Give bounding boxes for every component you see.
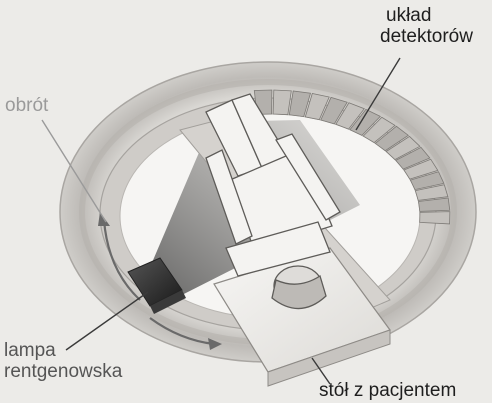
detector-array-label: układ detektorów: [380, 5, 473, 47]
detector-label-line2: detektorów: [380, 26, 473, 47]
lamp-label-line1: lampa: [4, 340, 122, 361]
detector-label-line1: układ: [386, 5, 473, 26]
detector-segment: [420, 212, 450, 224]
detector-segment: [273, 90, 291, 115]
rotation-label: obrót: [5, 95, 48, 116]
patient-table-label: stół z pacjentem: [319, 380, 456, 401]
lamp-label-line2: rentgenowska: [4, 361, 122, 382]
xray-tube-label: lampa rentgenowska: [4, 340, 122, 382]
